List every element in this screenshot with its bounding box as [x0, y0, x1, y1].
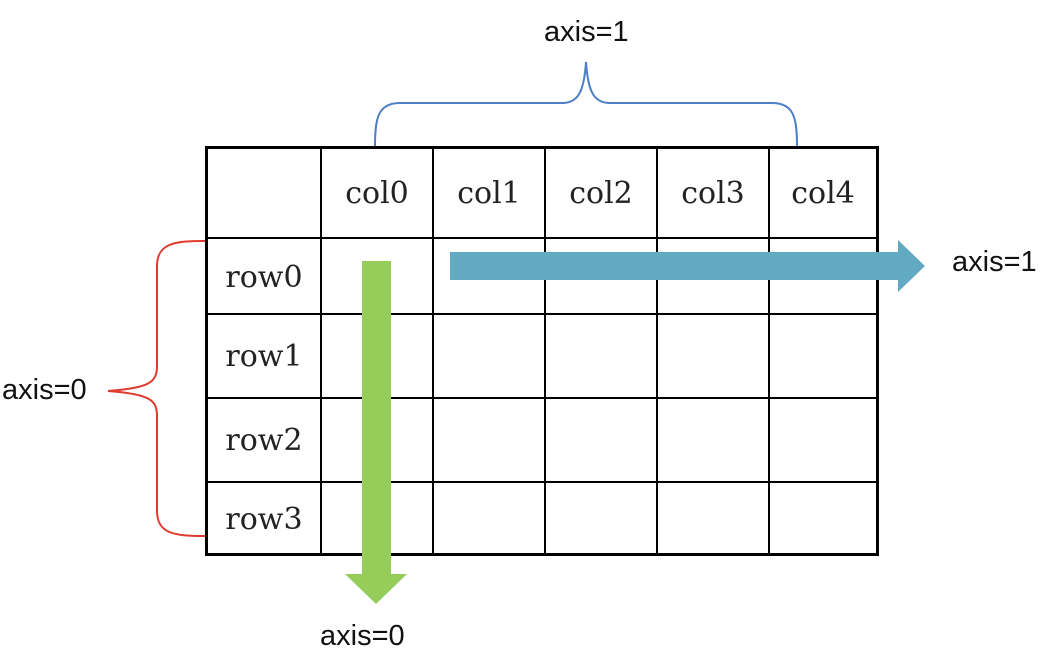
row-header-row2: row2 [225, 422, 303, 458]
row-header-row0: row0 [225, 259, 303, 295]
left-brace-label: axis=0 [2, 374, 87, 406]
column-header-col4: col4 [791, 175, 855, 211]
right-arrow-label: axis=1 [952, 246, 1037, 278]
data-table: col0 col1 col2 col3 col4 row0 row1 row2 … [205, 146, 879, 556]
column-header-col0: col0 [345, 175, 409, 211]
grid-vline [320, 149, 322, 553]
row-header-row1: row1 [225, 338, 303, 374]
axis0-vertical-arrow [345, 261, 407, 604]
grid-hline [208, 481, 876, 483]
left-brace [107, 240, 206, 537]
grid-hline [208, 237, 876, 239]
grid-hline [208, 313, 876, 315]
top-brace [374, 61, 798, 147]
column-header-col1: col1 [457, 175, 521, 211]
grid-vline [656, 149, 658, 553]
axis1-horizontal-arrow [450, 240, 925, 292]
top-brace-label: axis=1 [544, 16, 629, 48]
bottom-arrow-label: axis=0 [320, 620, 405, 652]
column-header-col3: col3 [681, 175, 745, 211]
grid-hline [208, 397, 876, 399]
column-header-col2: col2 [569, 175, 633, 211]
row-header-row3: row3 [225, 501, 303, 537]
grid-vline [544, 149, 546, 553]
grid-vline [432, 149, 434, 553]
grid-vline [768, 149, 770, 553]
